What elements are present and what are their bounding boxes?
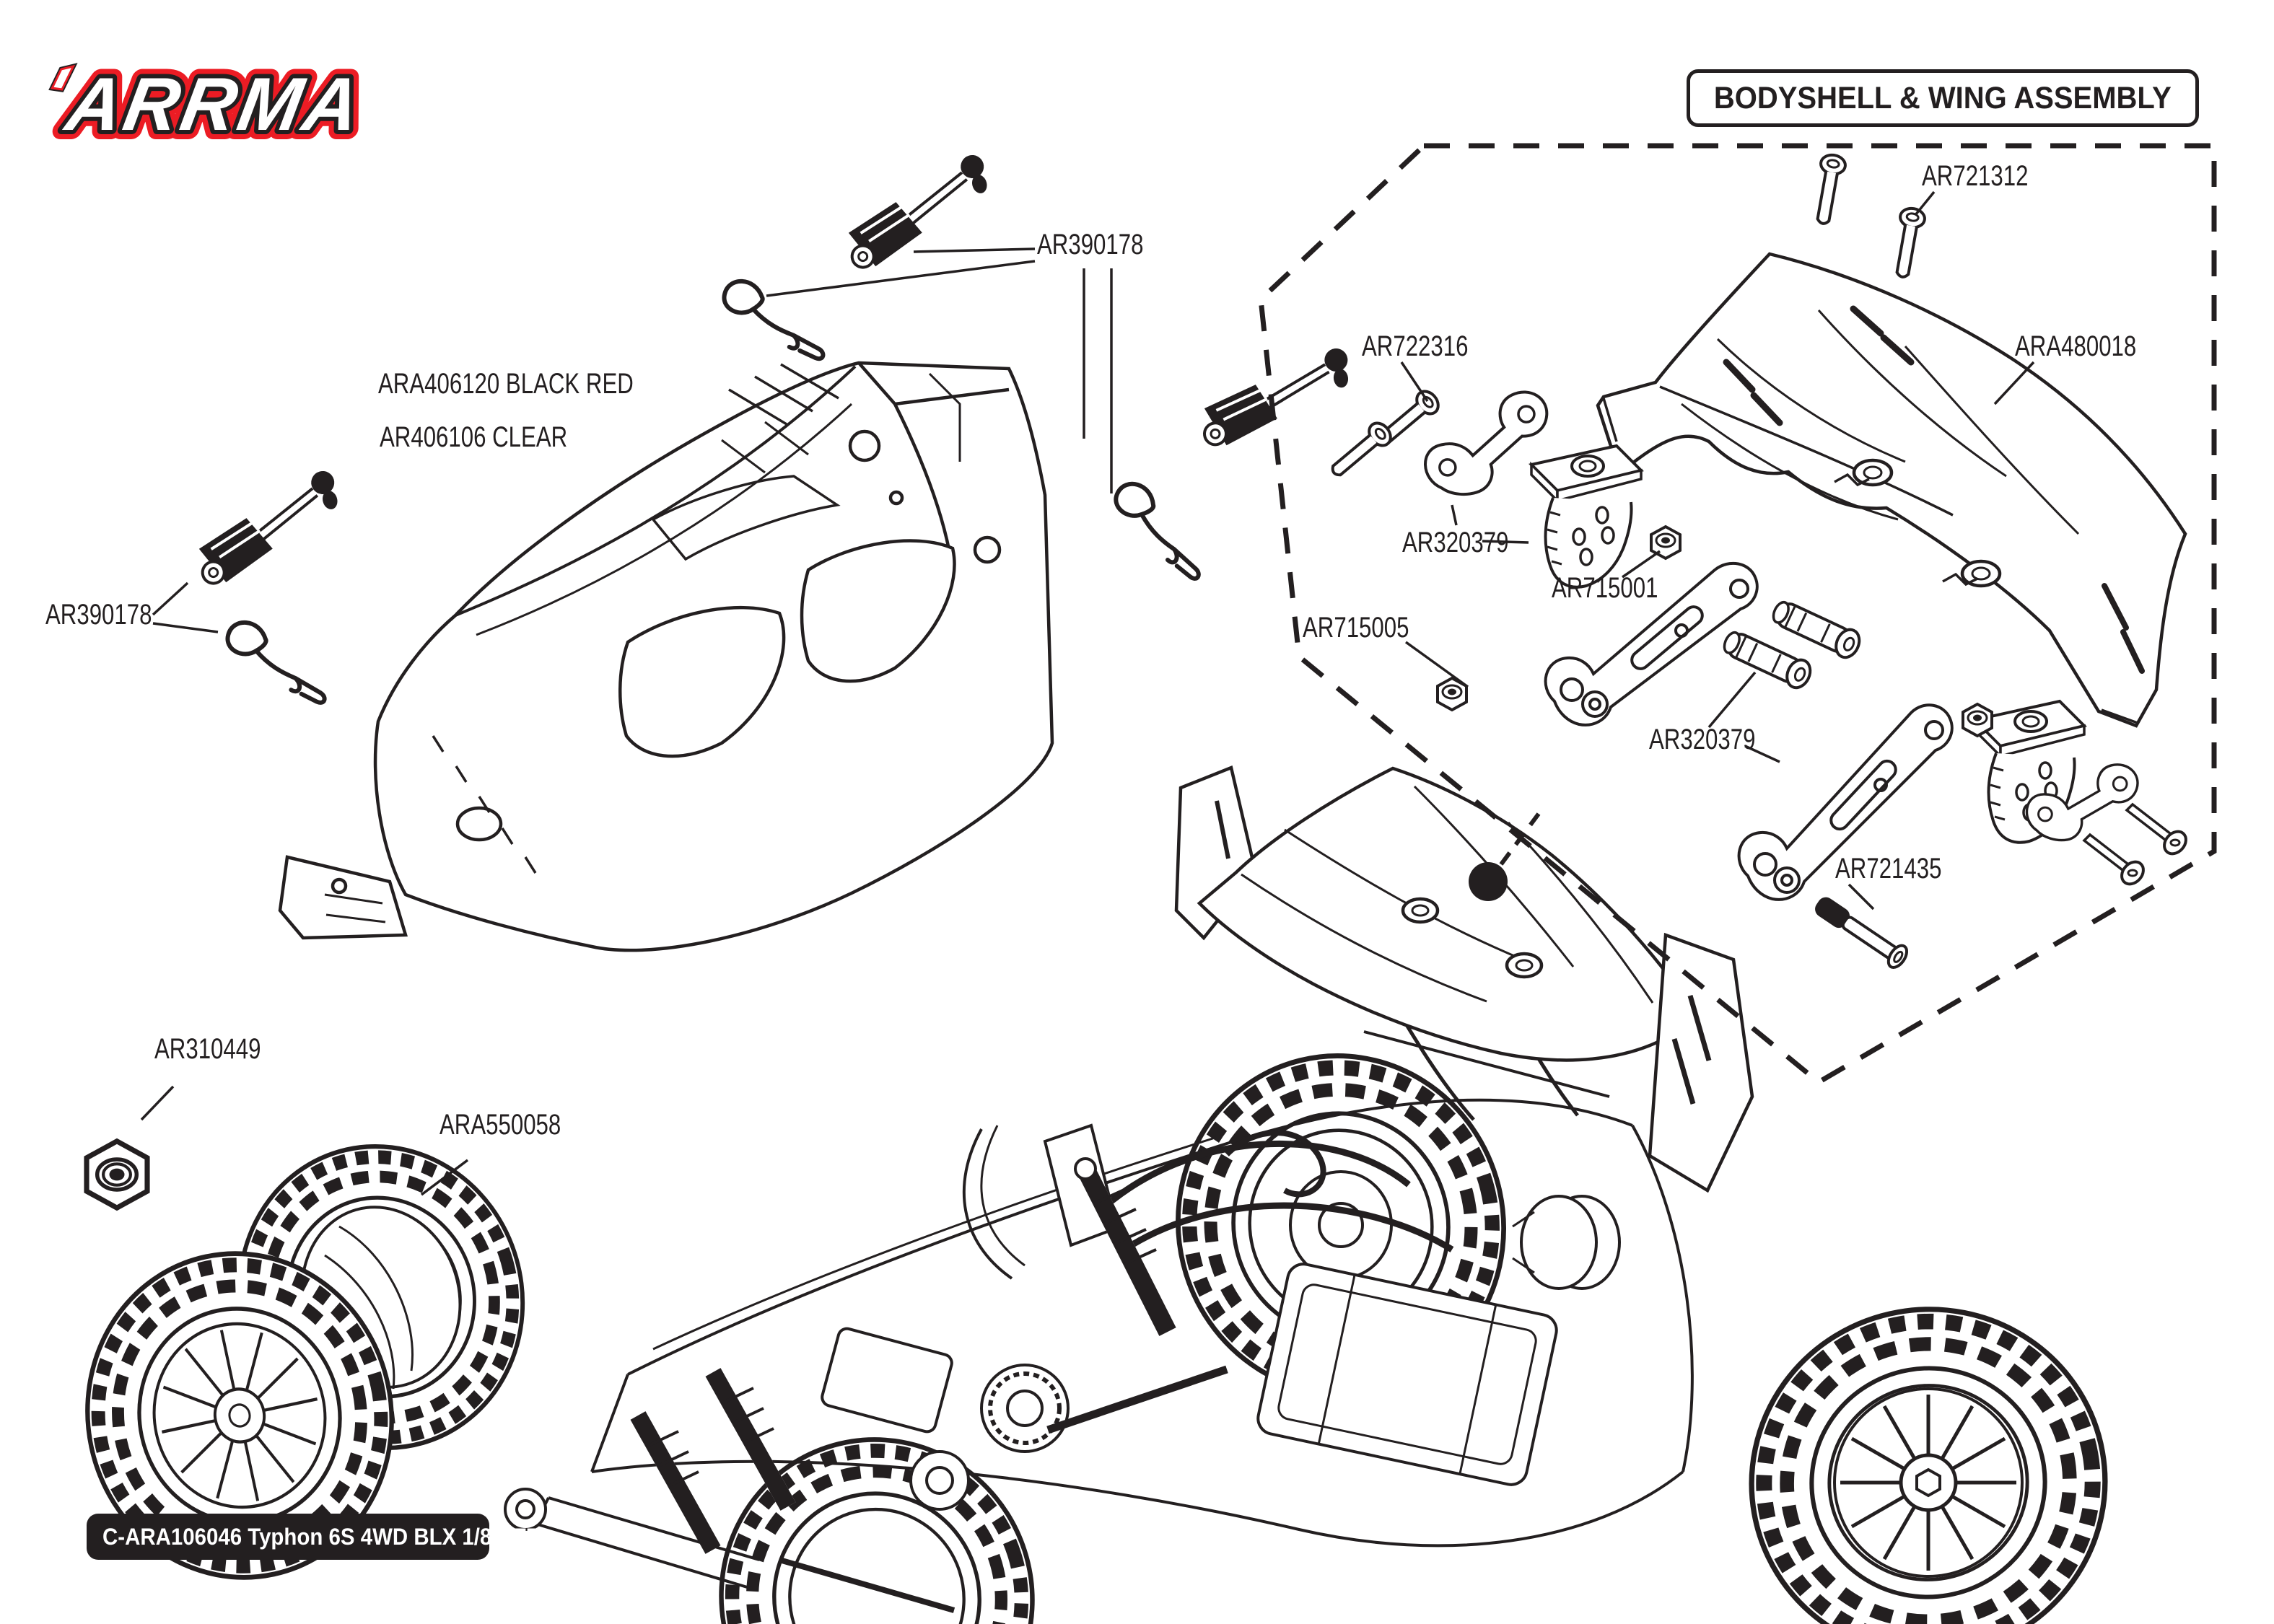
body-clip-right [1098,479,1222,580]
body-clip-left [219,620,336,703]
callout-dot [1469,862,1508,901]
detail-callout-box [1258,143,2217,1086]
part-label-ar715001: AR715001 [1552,572,1658,604]
screw-ar722316-b [1324,417,1396,484]
body-mount-left [183,467,354,589]
standoff-ar320379-b [1718,625,1816,693]
part-label-ar721312: AR721312 [1922,160,2029,192]
car-chassis-drawing [504,988,2133,1624]
car-rear-right-tire [1724,1281,2133,1624]
car-mounted-wing [1174,765,1754,1193]
part-label-ar722316: AR722316 [1362,330,1469,362]
part-label-ar320379-upper: AR320379 [1402,527,1509,558]
part-label-ar390178-left: AR390178 [45,599,152,631]
part-label-ara550058: ARA550058 [440,1109,561,1141]
body-clip-top [717,279,831,359]
loose-wheel-front [58,1225,421,1605]
logo-text: ARRMA [58,63,369,146]
part-label-bodyshell-clear: AR406106 CLEAR [380,421,568,453]
sheet-title: BODYSHELL & WING ASSEMBLY [1714,80,2172,115]
sheet-title-box: BODYSHELL & WING ASSEMBLY [1687,69,2199,127]
part-label-bodyshell-black-red: ARA406120 BLACK RED [378,368,634,400]
model-code-badge: C-ARA106046 Typhon 6S 4WD BLX 1/8 RTR [87,1514,541,1560]
flat-screw-b [2083,833,2150,890]
bodyshell-drawing [278,361,1054,952]
wing-brace-arm-b [1737,703,1954,901]
body-mount-right [1194,345,1359,449]
screw-ar721312-a [1809,152,1848,227]
flat-screw-a [2125,803,2192,860]
part-label-ar715005: AR715005 [1303,612,1409,644]
nut-mount-b [1962,703,1993,737]
rocker-ar320379-a [1419,389,1554,499]
car-rear-left-tire [1142,1022,1539,1429]
part-label-ar310449: AR310449 [154,1033,261,1065]
exploded-wing-drawing [1596,252,2187,728]
screw-ar721312-b [1888,205,1928,281]
leader-lines [140,190,2035,1196]
part-label-ar390178-top: AR390178 [1037,229,1144,260]
wing-hardware [1324,152,2192,969]
wheel-nut-ar310449 [84,1138,150,1211]
standoff-ar320379-a [1767,594,1866,663]
logo-text-red-outline: ARRMA [58,63,369,146]
part-label-ara480018: ARA480018 [2015,330,2137,362]
model-code-text: C-ARA106046 Typhon 6S 4WD BLX 1/8 RTR [102,1523,542,1550]
wing-brace-arm-a [1544,562,1759,727]
arrma-logo: ARRMA ARRMA ARRMA [48,56,378,150]
part-label-ar320379-mid: AR320379 [1649,724,1756,755]
wing-mount-button-a [1530,444,1643,589]
part-label-ar721435: AR721435 [1835,853,1942,885]
logo-text-black-outline: ARRMA [58,63,369,146]
screw-ar721435 [1815,897,1909,969]
